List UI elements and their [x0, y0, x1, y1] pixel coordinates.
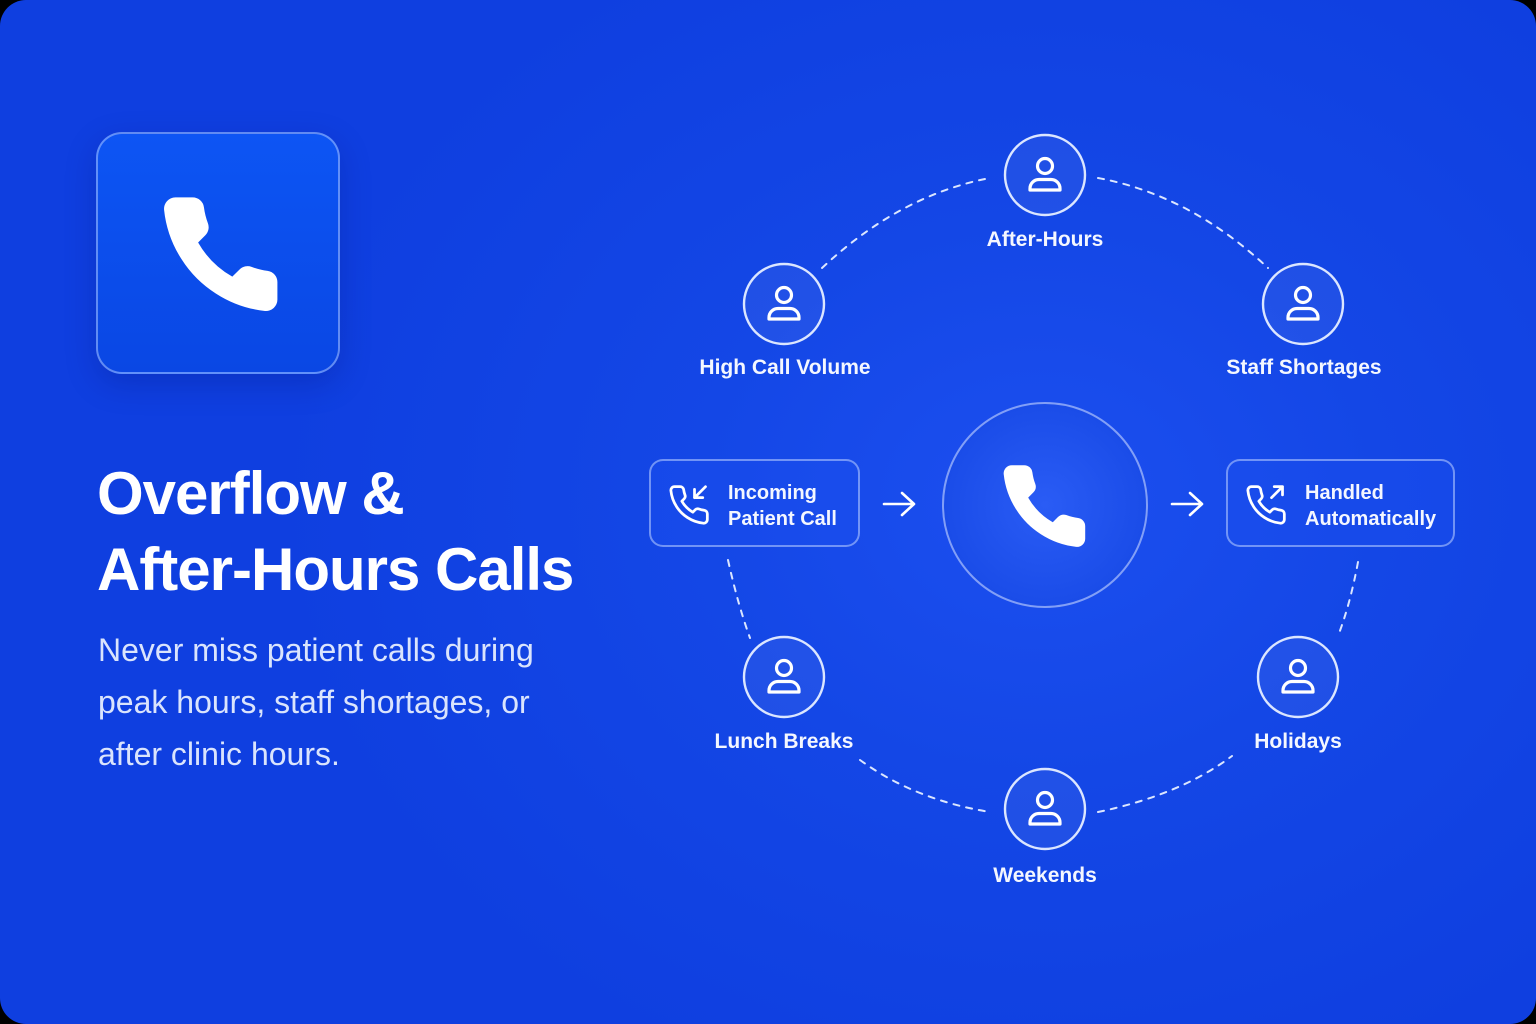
- outgoing-call-icon: [1246, 485, 1286, 525]
- handled-automatically-box: Handled Automatically: [1226, 459, 1455, 547]
- connector-high-volume-to-after-hours: [821, 177, 991, 269]
- incoming-line-1: Incoming: [728, 482, 817, 504]
- outgoing-line-1: Handled: [1305, 482, 1384, 504]
- incoming-line-2: Patient Call: [728, 508, 837, 530]
- connector-lunch-to-weekends: [859, 759, 991, 813]
- page-title: Overflow & After-Hours Calls: [97, 456, 657, 608]
- node-high-call-volume: [742, 262, 826, 346]
- handled-automatically-label: Handled Automatically: [1305, 480, 1436, 532]
- connector-weekends-to-holidays: [1097, 755, 1233, 813]
- connector-after-hours-to-staff: [1097, 177, 1269, 269]
- incoming-call-label: Incoming Patient Call: [728, 480, 837, 532]
- incoming-call-box: Incoming Patient Call: [649, 459, 860, 547]
- arrow-right-icon: [882, 491, 916, 517]
- node-weekends: [1003, 767, 1087, 851]
- subtitle-line-2: peak hours, staff shortages, or: [98, 684, 530, 720]
- subtitle-line-3: after clinic hours.: [98, 736, 340, 772]
- node-holidays: [1256, 635, 1340, 719]
- node-label-lunch-breaks: Lunch Breaks: [714, 730, 854, 753]
- outgoing-line-2: Automatically: [1305, 508, 1437, 530]
- subtitle-line-1: Never miss patient calls during: [98, 632, 534, 668]
- node-after-hours: [1003, 133, 1087, 217]
- node-label-after-hours: After-Hours: [986, 228, 1104, 251]
- incoming-call-icon: [669, 485, 709, 525]
- phone-icon: [164, 197, 278, 311]
- title-line-1: Overflow &: [97, 460, 405, 527]
- center-phone-circle: [942, 402, 1148, 608]
- connector-incoming-to-lunch: [727, 559, 751, 639]
- app-tile: [96, 132, 340, 374]
- subtitle: Never miss patient calls during peak hou…: [98, 624, 618, 780]
- arrow-right-icon: [1170, 491, 1204, 517]
- connector-outgoing-to-holidays: [1337, 561, 1359, 637]
- node-label-holidays: Holidays: [1254, 730, 1342, 753]
- node-lunch-breaks: [742, 635, 826, 719]
- node-staff-shortages: [1261, 262, 1345, 346]
- node-label-weekends: Weekends: [993, 864, 1097, 887]
- connector-lines: [727, 177, 1359, 813]
- node-label-high-call-volume: High Call Volume: [699, 356, 871, 379]
- phone-icon: [1003, 465, 1086, 547]
- node-label-staff-shortages: Staff Shortages: [1226, 356, 1382, 379]
- title-line-2: After-Hours Calls: [97, 536, 574, 603]
